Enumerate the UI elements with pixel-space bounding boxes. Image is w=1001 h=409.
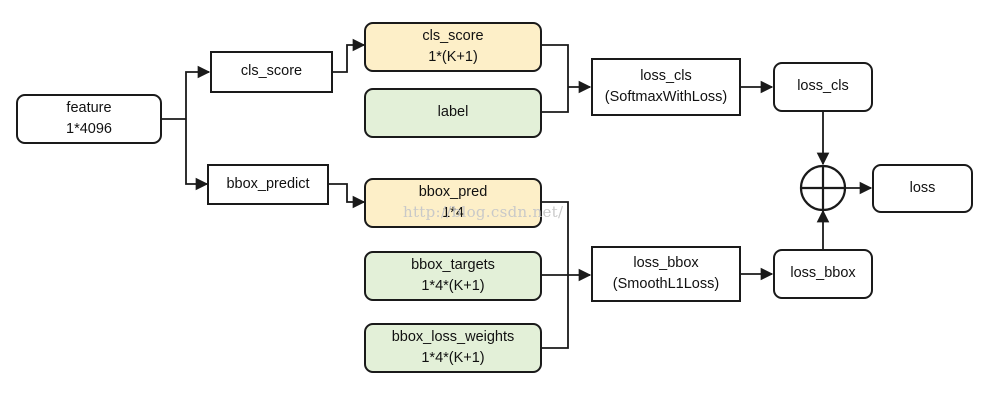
node-bbox-targets-blob: bbox_targets 1*4*(K+1) <box>364 251 542 301</box>
bbox-loss-weights-blob-dims: 1*4*(K+1) <box>421 350 485 366</box>
cls-score-blob-title: cls_score <box>422 27 484 44</box>
feature-dims: 1*4096 <box>66 121 112 137</box>
loss-cls-layer-type: (SoftmaxWithLoss) <box>604 89 728 105</box>
bbox-pred-blob-dims: 1*4 <box>442 205 464 221</box>
node-bbox-pred-blob: bbox_pred 1*4 <box>364 178 542 228</box>
bbox-predict-layer-label: bbox_predict <box>226 175 310 192</box>
node-loss-cls-blob: loss_cls <box>773 62 873 112</box>
loss-cls-layer-title: loss_cls <box>640 67 692 84</box>
node-loss-bbox-layer: loss_bbox (SmoothL1Loss) <box>591 246 741 302</box>
node-loss-bbox-blob: loss_bbox <box>773 249 873 299</box>
node-loss-cls-layer: loss_cls (SoftmaxWithLoss) <box>591 58 741 116</box>
edge-cls-layer-to-blob <box>333 38 366 73</box>
edge-feature-to-bbox-predict <box>185 119 209 191</box>
bbox-loss-weights-blob-title: bbox_loss_weights <box>391 328 515 345</box>
edge-bbox-layer-to-blob <box>329 183 366 209</box>
feature-title: feature <box>66 99 112 116</box>
cls-score-layer-label: cls_score <box>240 63 303 80</box>
bbox-targets-blob-title: bbox_targets <box>411 256 495 273</box>
node-cls-score-layer: cls_score <box>210 51 333 93</box>
bbox-targets-blob-dims: 1*4*(K+1) <box>421 278 485 294</box>
loss-bbox-layer-type: (SmoothL1Loss) <box>612 276 720 292</box>
node-label-blob: label <box>364 88 542 138</box>
edge-feature-to-cls-score <box>185 65 211 119</box>
node-bbox-predict-layer: bbox_predict <box>207 164 329 205</box>
loss-cls-blob-label: loss_cls <box>797 78 849 95</box>
node-feature: feature 1*4096 <box>16 94 162 144</box>
cls-score-blob-dims: 1*(K+1) <box>428 49 478 65</box>
node-bbox-loss-weights-blob: bbox_loss_weights 1*4*(K+1) <box>364 323 542 373</box>
loss-bbox-blob-label: loss_bbox <box>790 265 856 282</box>
sum-operator-cross <box>801 166 845 210</box>
node-cls-score-blob: cls_score 1*(K+1) <box>364 22 542 72</box>
bbox-pred-blob-title: bbox_pred <box>418 183 488 200</box>
loss-bbox-layer-title: loss_bbox <box>633 254 699 271</box>
loss-blob-label: loss <box>909 179 936 196</box>
node-loss-blob: loss <box>872 164 973 213</box>
edge-cls-blob-to-loss <box>542 44 569 113</box>
label-blob-label: label <box>437 104 469 121</box>
